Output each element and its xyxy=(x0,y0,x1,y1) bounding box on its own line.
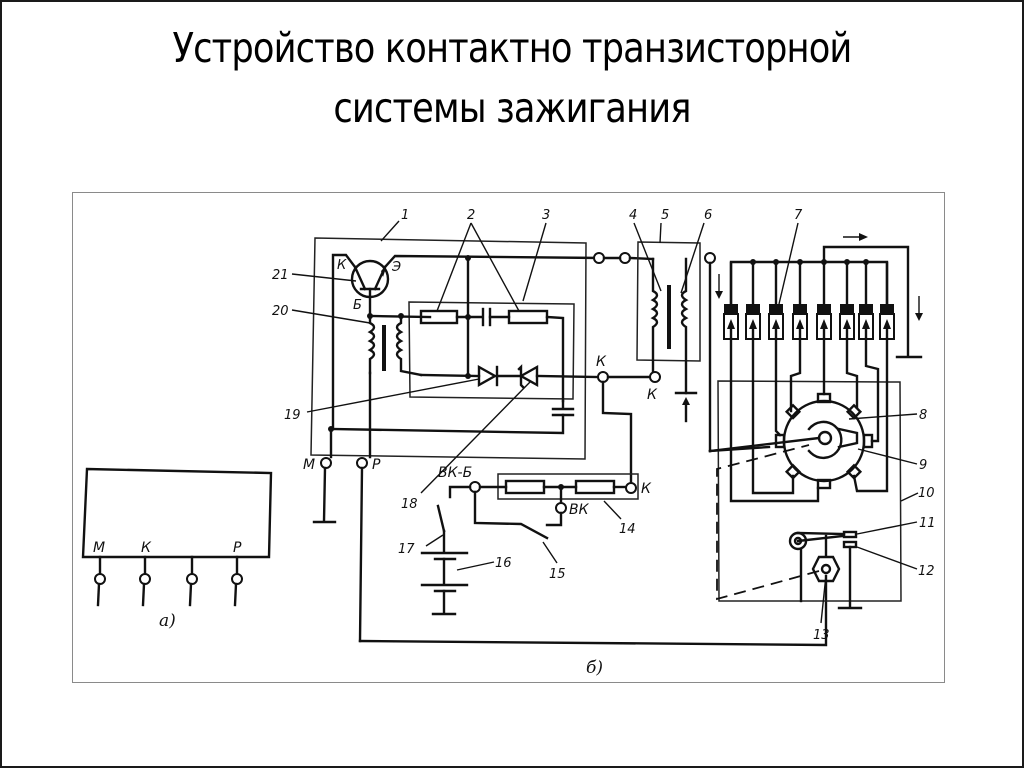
terminal-m xyxy=(312,427,337,524)
callout-19: 19 xyxy=(284,408,301,423)
pulse-transformer xyxy=(367,313,432,459)
terminal-k-resistor-label: К xyxy=(641,481,652,497)
pulse-transformer-housing xyxy=(408,301,575,400)
callout-9: 9 xyxy=(919,458,927,473)
terminal-a-m xyxy=(94,555,106,607)
callout-1: 1 xyxy=(401,208,409,223)
terminal-a-k-label: К xyxy=(141,540,152,556)
callout-16: 16 xyxy=(495,556,512,571)
transistor-b-label: Б xyxy=(353,298,362,313)
terminal-k-junction-label: К xyxy=(596,354,607,370)
terminal-vk-label: ВК xyxy=(569,502,590,518)
distributor xyxy=(708,337,902,602)
callout-numbers: 1 2 3 4 5 6 7 8 9 10 11 12 13 14 15 16 1… xyxy=(272,208,936,643)
terminal-p xyxy=(356,457,828,647)
callout-6: 6 xyxy=(704,208,712,223)
caption-a: а) xyxy=(159,611,176,631)
title-line-2: системы зажигания xyxy=(333,84,691,132)
battery xyxy=(420,529,469,616)
resistor-capacitor-chain xyxy=(419,255,565,403)
transistor-k-label: К xyxy=(337,258,347,273)
storage-capacitor xyxy=(328,399,575,435)
callout-7: 7 xyxy=(794,208,803,223)
callout-13: 13 xyxy=(813,628,830,643)
spark-plug xyxy=(768,259,784,340)
breaker-contacts xyxy=(788,530,863,610)
spark-plug xyxy=(745,259,761,340)
spark-plug xyxy=(858,259,874,340)
ignition-switch xyxy=(436,485,549,540)
terminal-m-label: М xyxy=(303,457,315,473)
spark-plug xyxy=(792,259,808,340)
title-line-1: Устройство контактно транзисторной xyxy=(172,24,853,72)
terminal-a-k xyxy=(139,555,151,607)
terminal-vk-b-label: ВК-Б xyxy=(438,465,472,481)
plug-bus xyxy=(715,233,923,359)
leader-lines xyxy=(291,220,919,624)
callout-5: 5 xyxy=(661,208,669,223)
terminal-a-3 xyxy=(186,555,198,607)
ignition-circuit-diagram: М К Р а) К Э Б xyxy=(72,192,945,683)
spark-plug xyxy=(839,259,855,340)
spark-plugs xyxy=(723,259,895,340)
callout-15: 15 xyxy=(549,567,566,582)
callout-10: 10 xyxy=(918,486,935,501)
additional-resistor xyxy=(469,473,639,527)
mechanical-link-dashed xyxy=(716,444,820,601)
callout-11: 11 xyxy=(919,516,936,531)
terminal-a-m-label: М xyxy=(93,540,105,556)
caption-b: б) xyxy=(586,658,603,678)
terminal-k-junction xyxy=(593,252,655,485)
terminal-a-p-label: Р xyxy=(233,540,242,556)
callout-17: 17 xyxy=(398,542,415,557)
transistor-e-label: Э xyxy=(391,260,401,275)
callout-21: 21 xyxy=(272,268,289,283)
ignition-coil xyxy=(636,241,771,453)
switch-unit-housing xyxy=(310,237,587,460)
callout-2: 2 xyxy=(467,208,475,223)
transistor xyxy=(331,253,603,431)
spark-plug xyxy=(816,259,832,340)
terminal-k-coil-label: К xyxy=(647,387,658,403)
callout-14: 14 xyxy=(619,522,636,537)
callout-8: 8 xyxy=(919,408,927,423)
slide-title: Устройство контактно транзисторной систе… xyxy=(73,18,950,138)
callout-20: 20 xyxy=(272,304,289,319)
callout-3: 3 xyxy=(542,208,550,223)
diode-and-zener xyxy=(419,364,600,389)
terminal-a-p xyxy=(231,555,243,607)
circuit-svg: М К Р а) К Э Б xyxy=(81,208,936,678)
terminal-p-label: Р xyxy=(372,457,381,473)
callout-4: 4 xyxy=(629,208,637,223)
callout-18: 18 xyxy=(401,497,418,512)
callout-12: 12 xyxy=(918,564,935,579)
switch-unit-block-a: М К Р а) xyxy=(81,467,273,631)
